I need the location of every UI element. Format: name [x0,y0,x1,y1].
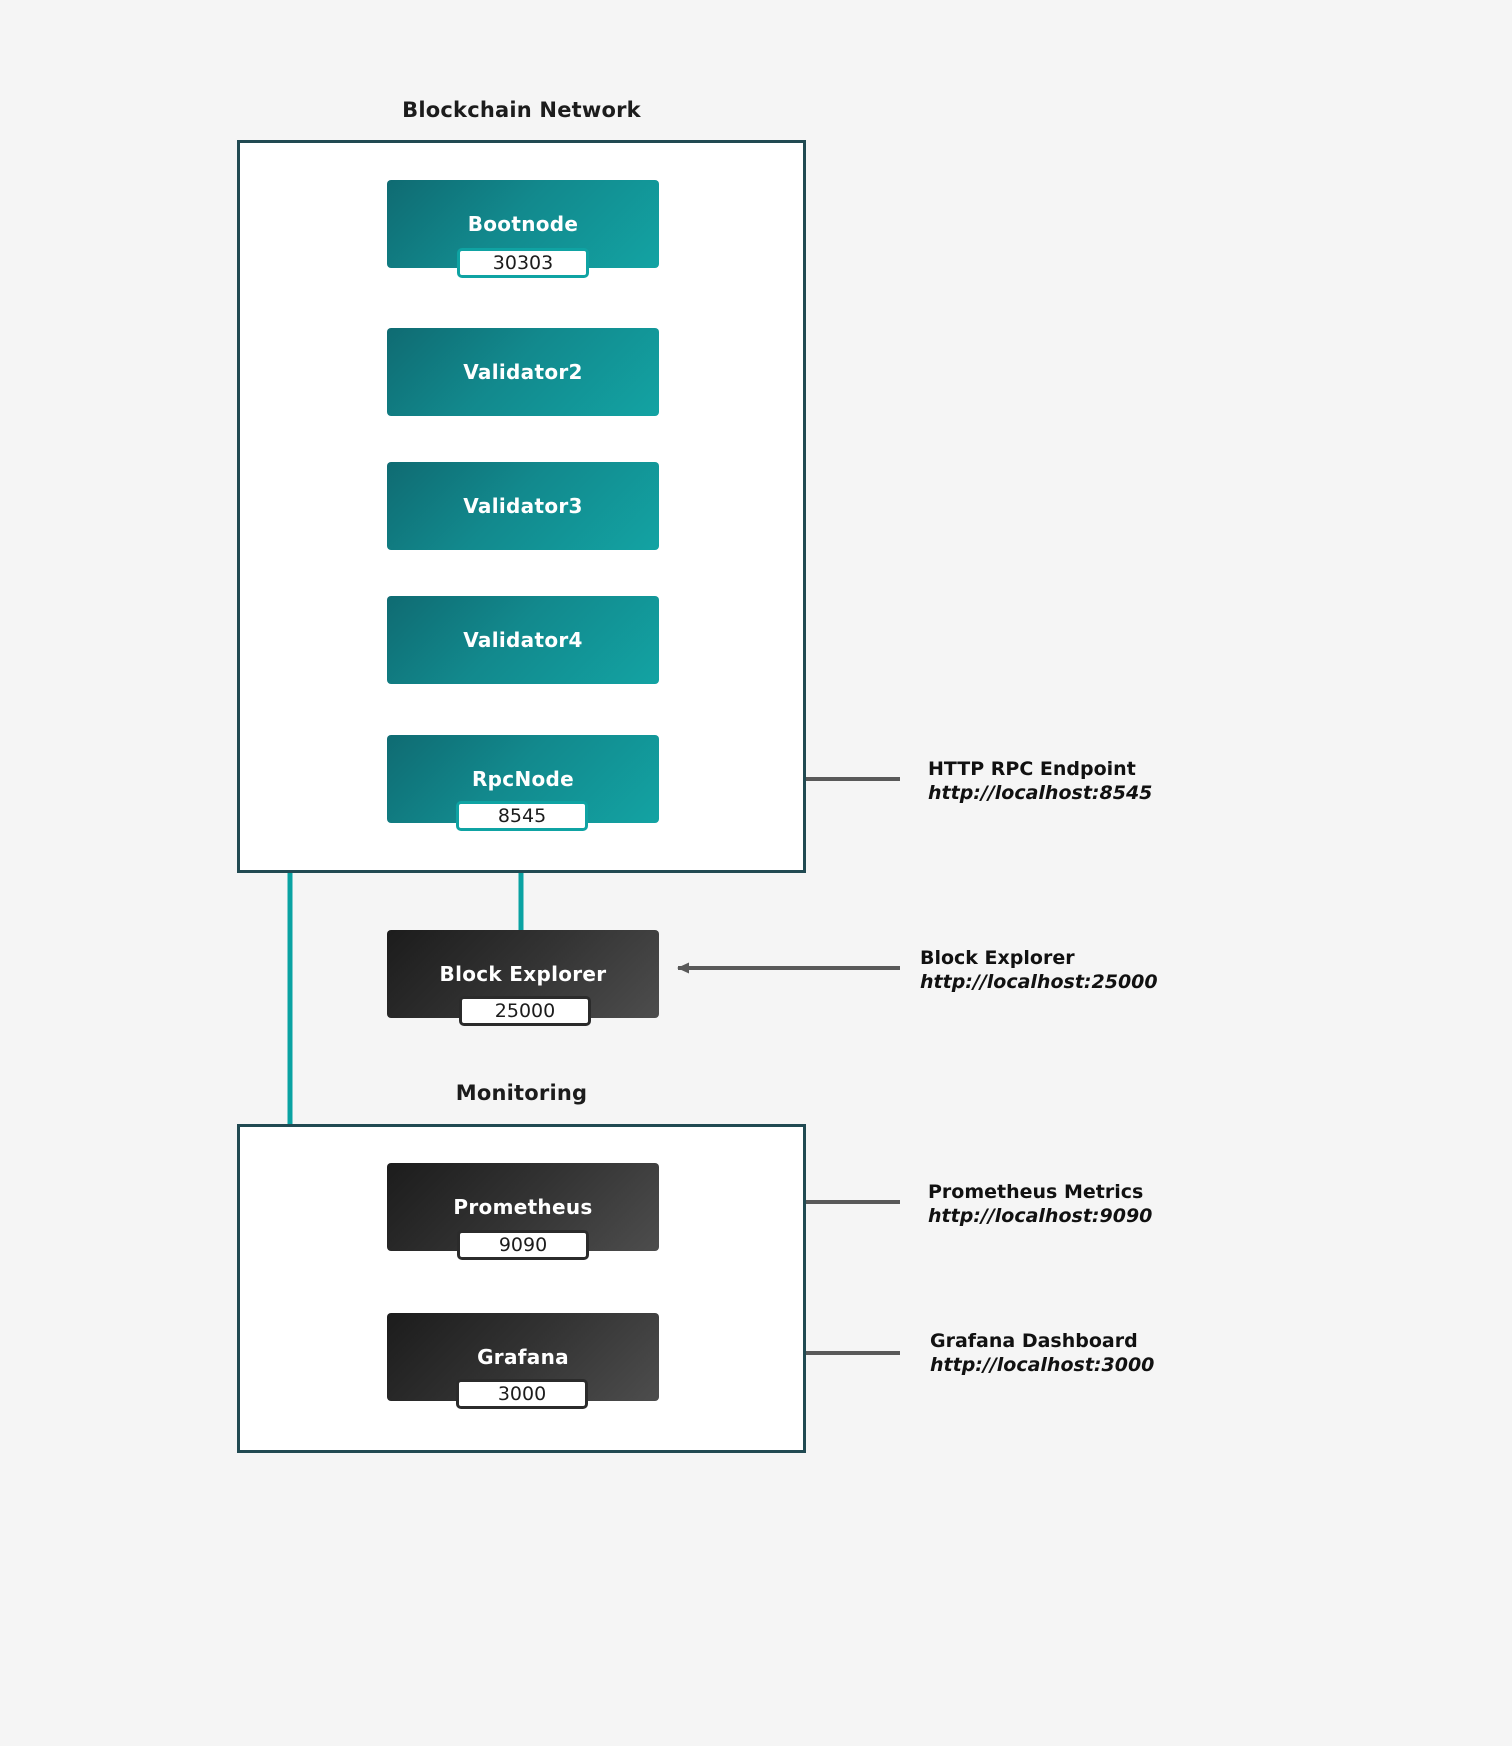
node-bootnode-label: Bootnode [467,212,579,236]
port-badge-grafana: 3000 [456,1379,588,1409]
node-block-explorer-label: Block Explorer [439,962,607,986]
annotation-prometheus-metrics: Prometheus Metrics http://localhost:9090 [928,1180,1152,1229]
node-validator2-label: Validator2 [463,360,583,384]
port-badge-bootnode: 30303 [457,248,589,278]
annotation-explorer-title: Block Explorer [920,947,1075,969]
annotation-rpc-endpoint: HTTP RPC Endpoint http://localhost:8545 [928,757,1152,806]
annotation-rpc-url[interactable]: http://localhost:8545 [928,782,1153,805]
annotation-block-explorer: Block Explorer http://localhost:25000 [920,946,1158,995]
node-grafana-label: Grafana [477,1345,569,1369]
annotation-grafana-dashboard: Grafana Dashboard http://localhost:3000 [930,1329,1154,1378]
annotation-prometheus-title: Prometheus Metrics [928,1181,1144,1203]
group-title-monitoring: Monitoring [455,1081,588,1105]
annotation-grafana-title: Grafana Dashboard [930,1330,1138,1352]
group-title-blockchain: Blockchain Network [402,98,641,122]
node-validator2[interactable]: Validator2 [387,328,659,416]
node-validator4[interactable]: Validator4 [387,596,659,684]
annotation-explorer-url[interactable]: http://localhost:25000 [920,971,1158,994]
annotation-grafana-url[interactable]: http://localhost:3000 [930,1354,1155,1377]
node-rpcnode-label: RpcNode [471,767,575,791]
node-validator3-label: Validator3 [463,494,583,518]
port-badge-block-explorer: 25000 [459,996,591,1026]
port-badge-prometheus: 9090 [457,1230,589,1260]
annotation-prometheus-url[interactable]: http://localhost:9090 [928,1205,1153,1228]
node-prometheus-label: Prometheus [453,1195,593,1219]
node-validator3[interactable]: Validator3 [387,462,659,550]
port-badge-rpcnode: 8545 [456,801,588,831]
annotation-rpc-title: HTTP RPC Endpoint [928,758,1136,780]
node-validator4-label: Validator4 [463,628,583,652]
